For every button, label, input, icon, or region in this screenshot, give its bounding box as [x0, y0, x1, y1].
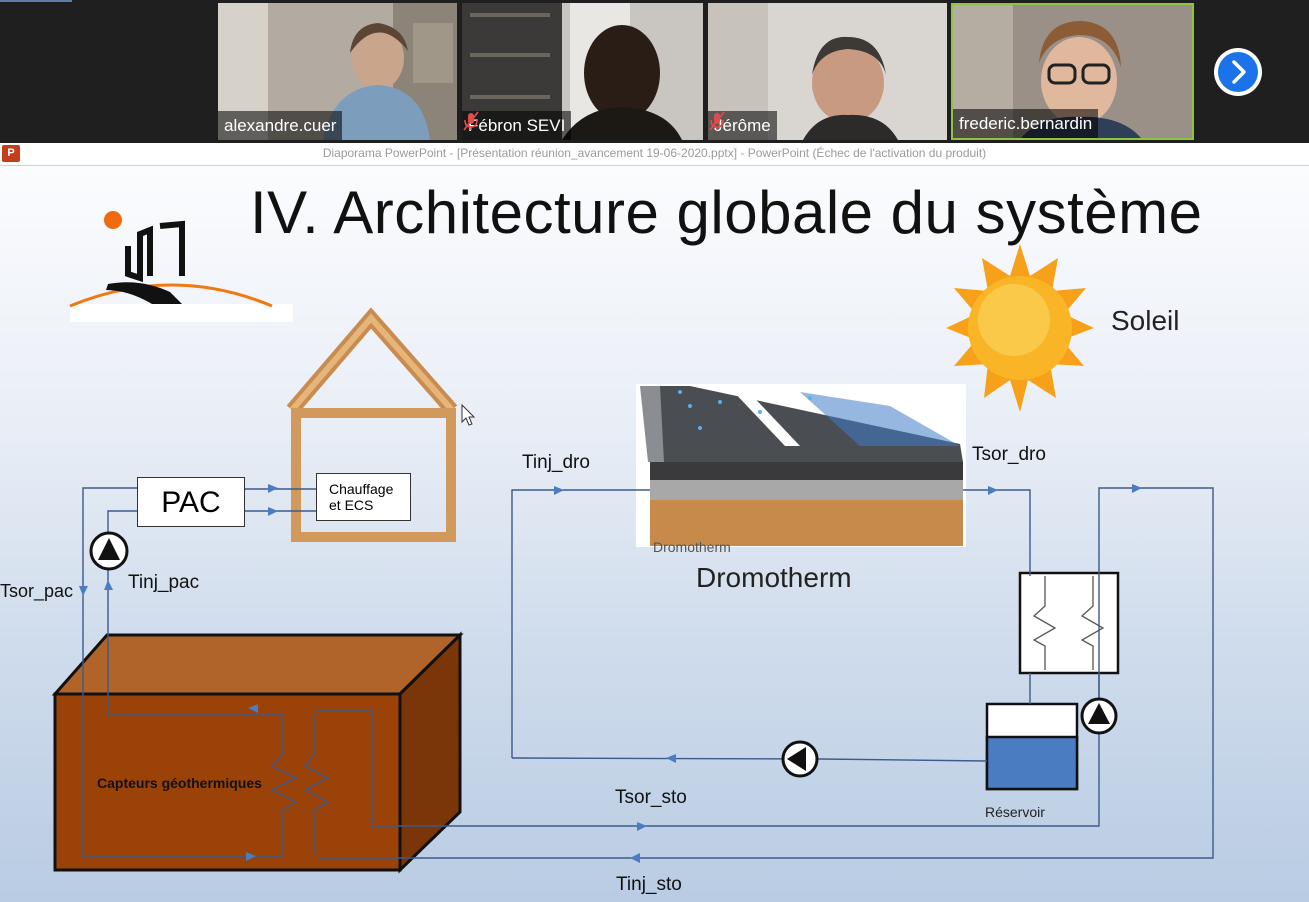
dromotherm-image-caption: Dromotherm [653, 539, 731, 555]
sun-icon [946, 244, 1094, 412]
label-tsor-dro: Tsor_dro [972, 444, 1046, 466]
participant-name-2: Fébron SEVI [462, 111, 571, 140]
window-edge-indicator [0, 0, 72, 2]
label-tsor-sto: Tsor_sto [615, 787, 687, 809]
slide-title: IV. Architecture globale du système [250, 178, 1202, 247]
participant-name-1: alexandre.cuer [218, 111, 342, 140]
reservoir-tank [987, 704, 1077, 789]
participant-tile-4[interactable]: frederic.bernardin [951, 3, 1194, 140]
label-soleil: Soleil [1111, 305, 1179, 337]
ecs-label: et ECS [329, 497, 410, 513]
label-capteurs-geothermiques: Capteurs géothermiques [97, 775, 262, 791]
chauffage-label: Chauffage [329, 481, 410, 497]
label-tinj-dro: Tinj_dro [522, 452, 590, 474]
participant-name-text: frederic.bernardin [959, 114, 1092, 133]
next-participants-button[interactable] [1214, 48, 1262, 96]
mouse-cursor-icon [462, 405, 474, 425]
label-reservoir: Réservoir [985, 804, 1045, 820]
pac-box: PAC [137, 477, 245, 527]
participant-tile-2[interactable]: Fébron SEVI [462, 3, 703, 140]
label-tsor-pac: Tsor_pac [0, 581, 73, 602]
mic-muted-icon [462, 111, 480, 131]
participant-tile-3[interactable]: Jérôme [708, 3, 947, 140]
pump-pac-icon [91, 533, 127, 569]
mic-muted-icon [708, 111, 726, 131]
slide-canvas: IV. Architecture globale du système Sole… [0, 166, 1309, 902]
participant-name-text: Fébron SEVI [468, 116, 565, 135]
participant-tile-1[interactable]: alexandre.cuer [218, 3, 457, 140]
label-dromotherm: Dromotherm [696, 562, 852, 594]
heat-exchanger [1020, 573, 1118, 673]
participant-name-text: alexandre.cuer [224, 116, 336, 135]
chevron-right-icon [1218, 52, 1258, 92]
powerpoint-title-bar: P Diaporama PowerPoint - [Présentation r… [0, 143, 1309, 166]
chauffage-ecs-box: Chauffage et ECS [316, 473, 411, 521]
participant-name-3: Jérôme [708, 111, 777, 140]
video-call-bar: alexandre.cuer Fébron SEVI Jérôme [0, 0, 1309, 143]
pump-dromotherm-icon [783, 742, 817, 776]
window-title: Diaporama PowerPoint - [Présentation réu… [0, 146, 1309, 160]
label-tinj-pac: Tinj_pac [128, 572, 199, 594]
pump-reservoir-icon [1082, 699, 1116, 733]
participant-name-4: frederic.bernardin [953, 109, 1098, 138]
dromotherm-road-image [636, 384, 966, 547]
geothermal-storage-block [55, 635, 460, 870]
label-tinj-sto: Tinj_sto [616, 874, 682, 896]
